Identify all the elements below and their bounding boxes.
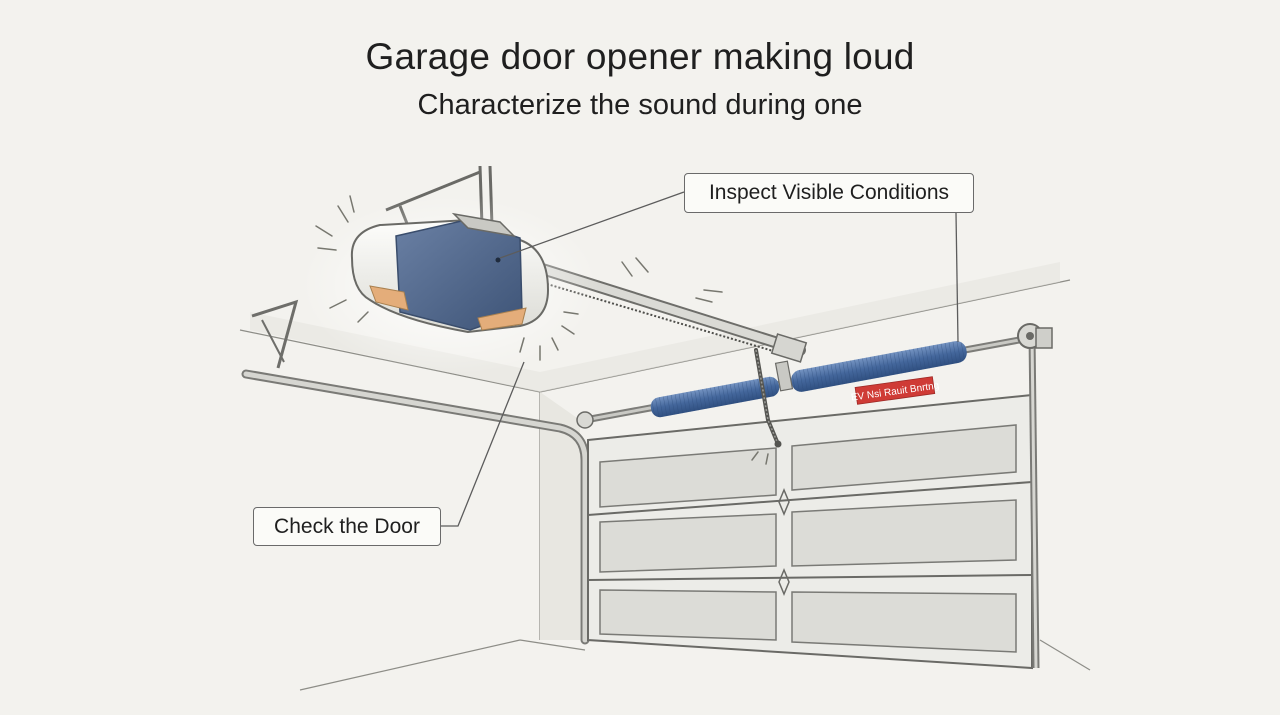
callout-inspect-visible-conditions: Inspect Visible Conditions [684, 173, 974, 213]
page-subtitle: Characterize the sound during one [417, 89, 863, 121]
callout-check-the-door: Check the Door [253, 507, 441, 546]
opener-light-lens-right [477, 307, 527, 331]
opener-light-lens-left [369, 285, 409, 311]
spring-warning-sticker [854, 376, 936, 405]
left-door-track [241, 299, 590, 645]
noise-lines [315, 195, 769, 465]
leader-spring [955, 212, 959, 343]
garage-door [587, 334, 1040, 670]
callout-leaders [441, 191, 959, 527]
leader-door [441, 361, 525, 527]
wall-shade [540, 392, 580, 640]
torsion-spring-assembly: EV Nsi Rauit Bnrtng [576, 323, 1053, 429]
callout-inspect-label: Inspect Visible Conditions [708, 181, 950, 204]
page-title: Garage door opener making loud [365, 36, 915, 77]
leader-inspect [499, 191, 685, 259]
garage-door-opener-unit [350, 212, 550, 334]
callout-door-label: Check the Door [274, 514, 420, 538]
